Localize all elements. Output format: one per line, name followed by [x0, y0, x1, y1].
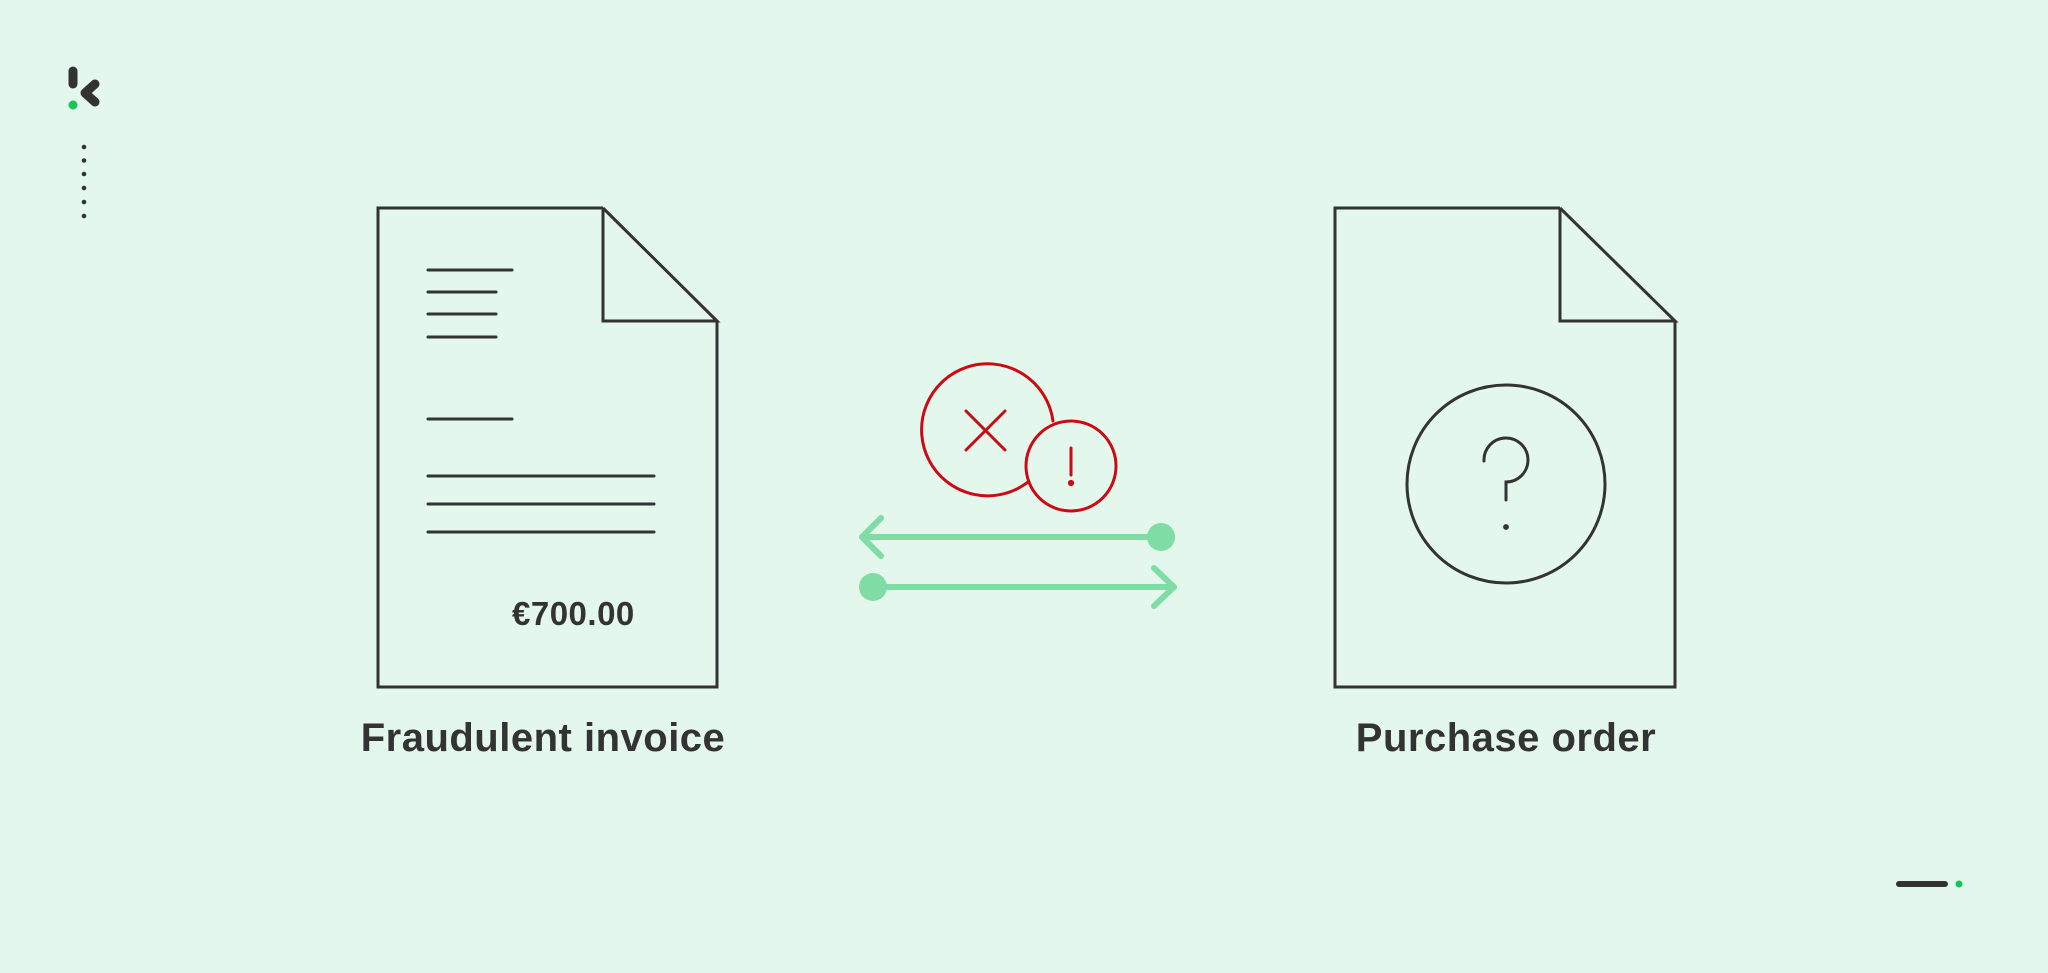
dash-dot-icon	[1896, 880, 1963, 888]
purchase-order-caption: Purchase order	[1355, 716, 1657, 760]
invoice-document-icon	[376, 206, 721, 689]
invoice-amount: €700.00	[512, 595, 635, 632]
x-circle-icon	[920, 362, 1055, 498]
arrow-right-icon	[859, 565, 1177, 609]
exclamation-circle-icon	[1024, 419, 1118, 513]
vertical-dots-icon	[81, 144, 87, 219]
arrow-left-icon	[859, 515, 1175, 559]
question-circle-icon	[1405, 383, 1607, 585]
k-logo-icon	[68, 66, 100, 110]
question-document-icon	[1333, 206, 1679, 689]
fraudulent-invoice-caption: Fraudulent invoice	[360, 716, 726, 760]
